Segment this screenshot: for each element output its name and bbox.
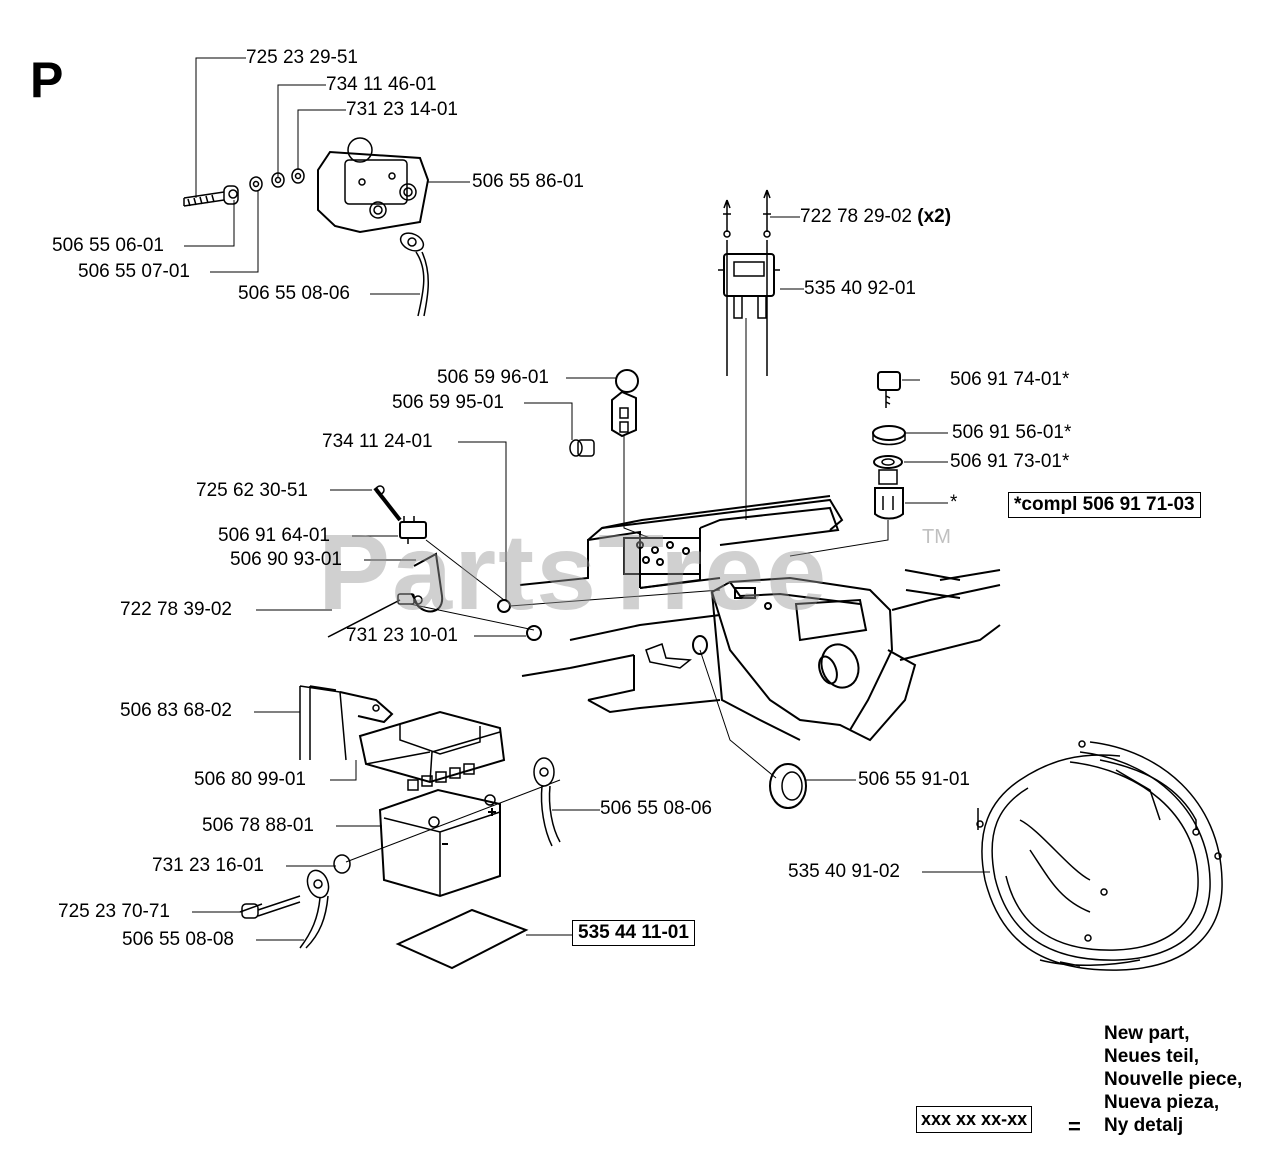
legend-line: Ny detalj (1104, 1115, 1184, 1136)
part-label-734-11-46-01[interactable]: 734 11 46-01 (326, 74, 437, 95)
part-label-731-23-10-01[interactable]: 731 23 10-01 (346, 625, 458, 646)
legend-boxed-example: xxx xx xx-xx (916, 1106, 1033, 1133)
part-label-506-55-07-01[interactable]: 506 55 07-01 (78, 261, 190, 282)
part-label-535-44-11-01[interactable]: 535 44 11-01 (572, 920, 695, 946)
part-label-722-78-39-02[interactable]: 722 78 39-02 (120, 599, 232, 620)
part-label-734-11-24-01[interactable]: 734 11 24-01 (322, 431, 433, 452)
legend-line: New part, (1104, 1023, 1190, 1044)
part-label-compl-506-91-71-03[interactable]: *compl 506 91 71-03 (1008, 492, 1201, 518)
lever-group (524, 369, 651, 539)
part-label-506-91-64-01[interactable]: 506 91 64-01 (218, 525, 330, 546)
part-label-506-91-56-01[interactable]: 506 91 56-01* (952, 422, 1072, 443)
wiring-harness (922, 740, 1223, 971)
quantity-note: (x2) (917, 206, 952, 227)
ignition-coil-group (183, 57, 470, 317)
legend-line: Nouvelle piece, (1104, 1069, 1243, 1090)
battery-group (192, 685, 600, 970)
part-label-506-55-08-08[interactable]: 506 55 08-08 (122, 929, 234, 950)
legend-line: Neues teil, (1104, 1046, 1200, 1067)
microswitch-group (256, 441, 721, 641)
part-number: 722 78 29-02 (800, 206, 912, 227)
part-label-731-23-14-01[interactable]: 731 23 14-01 (346, 99, 458, 120)
part-label-506-91-73-01[interactable]: 506 91 73-01* (950, 451, 1070, 472)
grommet-group (699, 649, 856, 809)
connector-group (718, 189, 804, 520)
part-label-725-23-29-51[interactable]: 725 23 29-51 (246, 47, 358, 68)
section-letter: P (30, 52, 64, 108)
part-label-506-80-99-01[interactable]: 506 80 99-01 (194, 769, 306, 790)
legend-text: New part, Neues teil, Nouvelle piece, Nu… (1104, 1022, 1242, 1137)
part-label-506-55-08-06-top[interactable]: 506 55 08-06 (238, 283, 350, 304)
part-label-722-78-29-02[interactable]: 722 78 29-02 (x2) (800, 206, 951, 228)
ignition-switch-group (789, 371, 948, 557)
part-label-506-55-08-06-battery[interactable]: 506 55 08-06 (600, 798, 712, 819)
part-label-506-55-86-01[interactable]: 506 55 86-01 (472, 171, 584, 192)
part-label-535-40-91-02[interactable]: 535 40 91-02 (788, 861, 900, 882)
watermark-trademark: TM (922, 526, 951, 548)
part-label-506-55-91-01[interactable]: 506 55 91-01 (858, 769, 970, 790)
watermark: PartsTree (318, 511, 829, 632)
part-label-506-59-95-01[interactable]: 506 59 95-01 (392, 392, 504, 413)
part-label-506-59-96-01[interactable]: 506 59 96-01 (437, 367, 549, 388)
part-label-506-90-93-01[interactable]: 506 90 93-01 (230, 549, 342, 570)
part-label-725-23-70-71[interactable]: 725 23 70-71 (58, 901, 170, 922)
part-label-731-23-16-01[interactable]: 731 23 16-01 (152, 855, 264, 876)
part-label-asterisk[interactable]: * (950, 492, 958, 513)
part-label-506-91-74-01[interactable]: 506 91 74-01* (950, 369, 1070, 390)
chassis-frame (519, 495, 1001, 742)
part-label-535-40-92-01[interactable]: 535 40 92-01 (804, 278, 916, 299)
legend-line: Nueva pieza, (1104, 1092, 1220, 1113)
part-label-506-78-88-01[interactable]: 506 78 88-01 (202, 815, 314, 836)
part-label-506-83-68-02[interactable]: 506 83 68-02 (120, 700, 232, 721)
part-label-506-55-06-01[interactable]: 506 55 06-01 (52, 235, 164, 256)
legend-equals: = (1068, 1114, 1081, 1139)
part-label-725-62-30-51[interactable]: 725 62 30-51 (196, 480, 308, 501)
